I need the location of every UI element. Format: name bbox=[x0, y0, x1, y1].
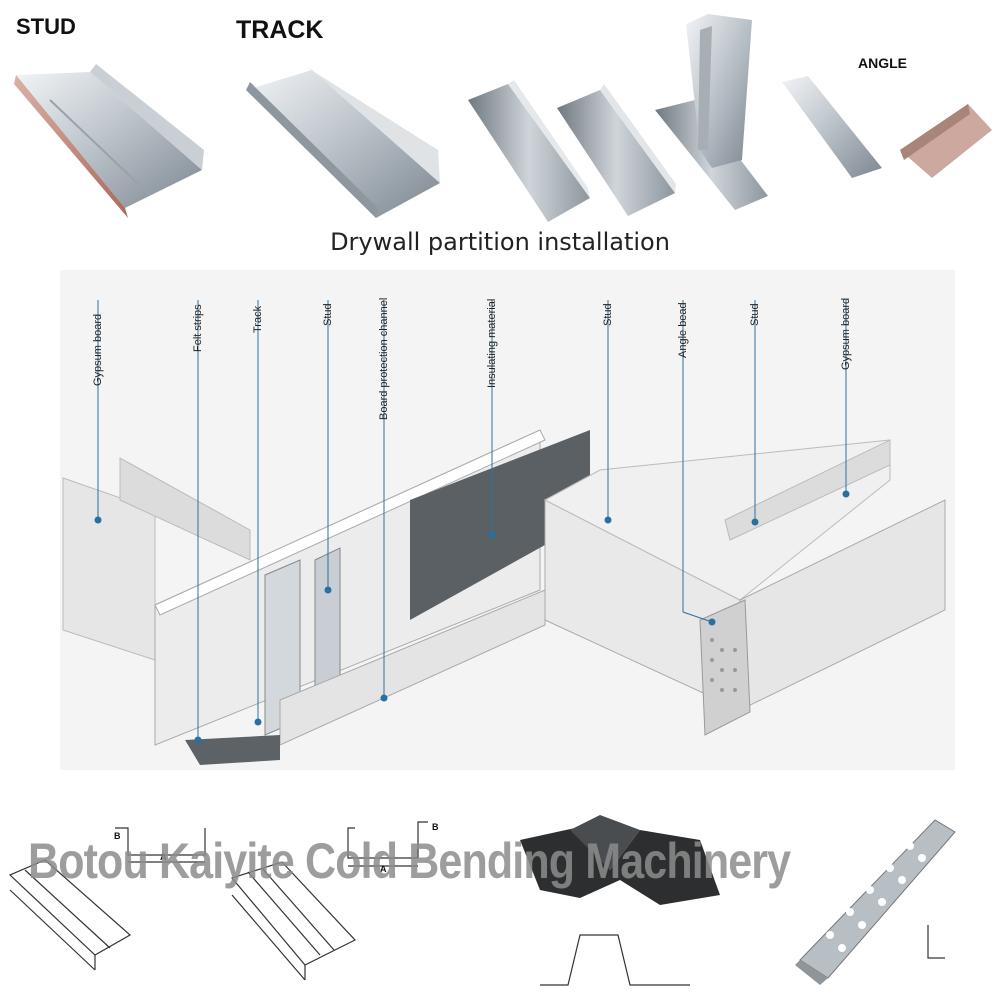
dimension-b-1: B bbox=[114, 831, 121, 841]
angle-bead-strip bbox=[699, 599, 751, 736]
dimension-b-2: B bbox=[432, 822, 439, 832]
stud-cross-section bbox=[347, 821, 428, 867]
dimension-a-2: A bbox=[380, 864, 387, 874]
angle-photo bbox=[782, 76, 992, 178]
stud-profile-iso bbox=[230, 861, 356, 981]
stud-photo bbox=[14, 64, 204, 218]
track-profile-iso bbox=[8, 859, 132, 971]
track-photo bbox=[246, 66, 440, 218]
hat-cross-section bbox=[540, 934, 690, 986]
stud-upright-photo bbox=[655, 14, 768, 210]
dimension-a-1: A bbox=[160, 852, 167, 862]
channel-photo-1 bbox=[468, 80, 590, 222]
watermark: Botou Kaiyite Cold Bending Machinery bbox=[28, 833, 791, 889]
furring-channel-photo bbox=[520, 815, 720, 905]
insulation-block bbox=[410, 430, 590, 620]
angle-bead-photo bbox=[795, 819, 956, 985]
angle-cross-section bbox=[927, 925, 945, 959]
track-heading: TRACK bbox=[236, 16, 324, 44]
channel-photo-2 bbox=[557, 84, 676, 216]
angle-heading: ANGLE bbox=[858, 55, 907, 71]
diagram-caption: Drywall partition installation bbox=[330, 228, 670, 256]
track-cross-section bbox=[115, 827, 206, 863]
stud-heading: STUD bbox=[16, 14, 76, 39]
